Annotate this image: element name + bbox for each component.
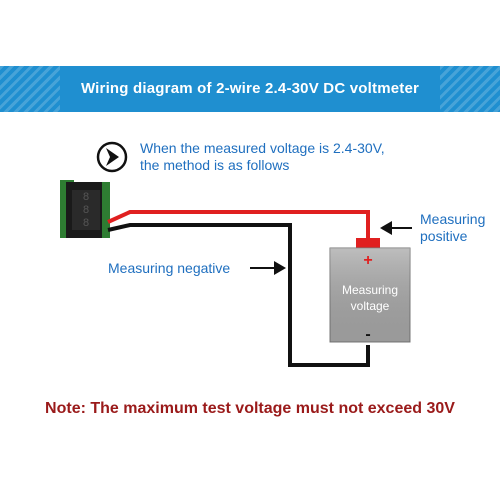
svg-text:8: 8 [83,192,90,204]
measuring-positive-label-line-1: Measuring [420,211,486,227]
instruction-line-1: When the measured voltage is 2.4-30V, [140,140,385,156]
title-banner: Wiring diagram of 2-wire 2.4-30V DC volt… [0,66,500,112]
box-label-line-1: Measuring [341,283,399,297]
banner-stripe-right [440,66,500,112]
plus-sign: + [363,252,373,269]
positive-arrow [380,221,412,235]
measuring-positive-label-line-2: positive [420,228,468,244]
banner-stripe-left [0,66,60,112]
svg-text:8: 8 [83,218,90,230]
voltage-source-box [329,238,411,343]
instruction-line-2: the method is as follows [140,157,290,173]
box-label-line-2: voltage [350,299,390,313]
minus-sign: - [365,326,371,343]
max-voltage-note: Note: The maximum test voltage must not … [45,400,455,417]
svg-text:8: 8 [83,205,90,217]
black-wire [107,223,370,367]
measuring-negative-label: Measuring negative [108,260,231,276]
box-label: Measuring voltage [330,282,410,314]
banner-title: Wiring diagram of 2-wire 2.4-30V DC volt… [80,80,420,97]
chevron-right-circle-icon [96,141,128,173]
red-wire [107,210,370,238]
voltmeter-module: 8 8 8 [60,180,110,238]
negative-arrow [250,261,286,275]
